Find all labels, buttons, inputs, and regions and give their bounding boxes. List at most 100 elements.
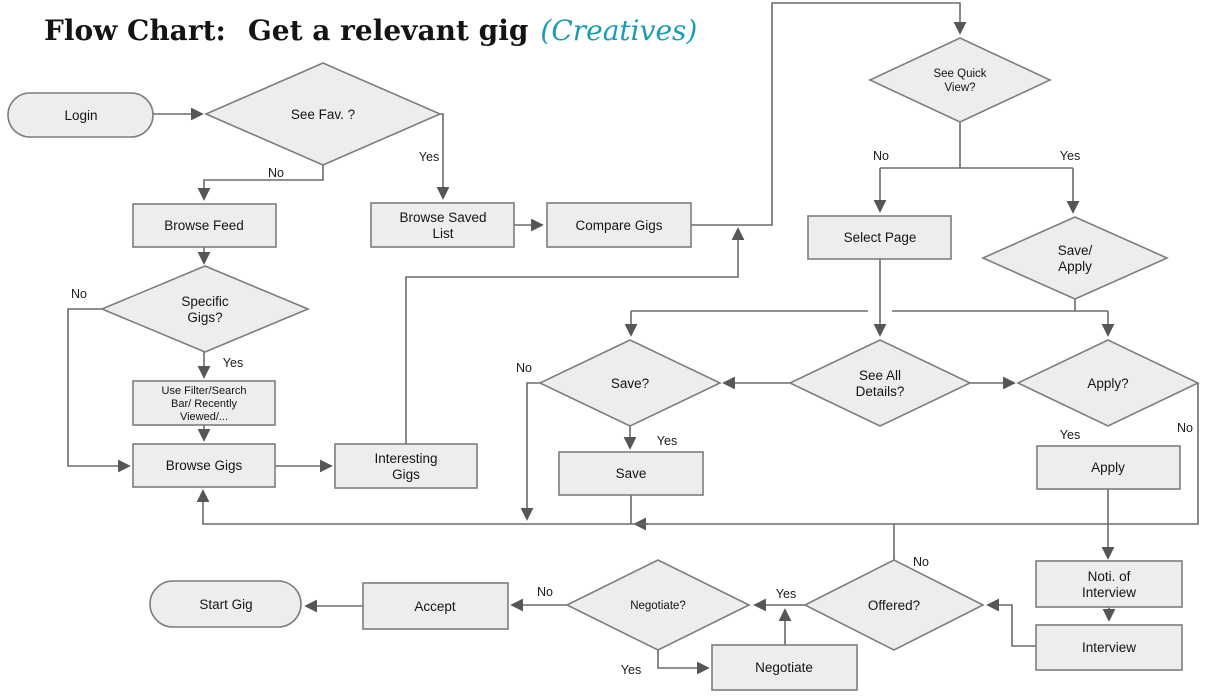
interesting-gigs-label-line1: Interesting (374, 451, 437, 466)
use-filter-label-line3: Viewed/... (180, 411, 228, 423)
node-apply-question: Apply? (1016, 339, 1200, 427)
node-apply: Apply (1036, 445, 1181, 490)
edge-label-applyq-yes: Yes (1060, 428, 1080, 442)
browse-feed-shape (132, 203, 277, 248)
compare-gigs-label: Compare Gigs (575, 218, 662, 233)
noti-of-interview-label-line2: Interview (1082, 585, 1136, 600)
save-apply-label-line2: Apply (1058, 259, 1092, 274)
compare-gigs-shape (546, 202, 692, 248)
specific-gigs-decision-shape (99, 265, 311, 353)
save-question-label: Save? (611, 376, 649, 391)
edge-applyq-no-feedback-to-browsegigs (196, 383, 1199, 525)
edge-label-seefav-no: No (268, 166, 284, 180)
node-save-question: Save? (538, 339, 722, 427)
node-see-fav: See Fav. ? (203, 62, 443, 166)
see-fav-label: See Fav. ? (291, 107, 355, 122)
login-terminator-shape (7, 92, 154, 138)
negotiate-shape (711, 644, 858, 691)
save-apply-label-line1: Save/ (1058, 243, 1093, 258)
edge-label-saveq-no: No (516, 361, 532, 375)
browse-gigs-shape (132, 443, 276, 488)
edge-negotiateq-yes-to-negotiate (657, 650, 710, 675)
edge-label-specificgigs-yes: Yes (223, 356, 243, 370)
see-quick-view-label-line1: See Quick (933, 68, 986, 80)
edge-saveapply-branch-trunk (631, 299, 1108, 312)
browse-saved-list-label-line1: Browse Saved (399, 210, 486, 225)
page-title: Flow Chart: Get a relevant gig (Creatives) (44, 14, 697, 47)
start-gig-label: Start Gig (199, 597, 252, 612)
edge-label-seequickview-yes: Yes (1060, 149, 1080, 163)
interesting-gigs-label-line2: Gigs (392, 467, 420, 482)
node-noti-of-interview: Noti. of Interview (1035, 560, 1183, 608)
offered-question-label: Offered? (868, 598, 920, 613)
apply-label: Apply (1091, 460, 1125, 475)
node-browse-feed: Browse Feed (132, 203, 277, 248)
apply-question-label: Apply? (1087, 376, 1128, 391)
save-apply-decision-shape (981, 216, 1169, 300)
node-see-all-details: See All Details? (788, 339, 972, 427)
edge-label-seequickview-no: No (873, 149, 889, 163)
accept-shape (362, 582, 509, 630)
title-prefix: Flow Chart: (44, 14, 226, 47)
browse-saved-list-label-line2: List (432, 226, 453, 241)
browse-saved-list-shape (370, 202, 515, 248)
node-see-quick-view: See Quick View? (868, 37, 1052, 123)
node-browse-gigs: Browse Gigs (132, 443, 276, 488)
node-interview: Interview (1035, 624, 1183, 671)
node-negotiate: Negotiate (711, 644, 858, 691)
edge-label-negotiateq-yes: Yes (621, 663, 641, 677)
edge-label-offered-yes: Yes (776, 587, 796, 601)
edge-labels: No Yes No Yes No Yes No Yes Yes No No Ye… (71, 149, 1193, 677)
see-all-details-decision-shape (788, 339, 972, 427)
edge-label-applyq-no: No (1177, 421, 1193, 435)
title-suffix: (Creatives) (540, 14, 698, 47)
noti-of-interview-label-line1: Noti. of (1088, 569, 1131, 584)
see-quick-view-decision-shape (868, 37, 1052, 123)
accept-label: Accept (414, 599, 456, 614)
interview-shape (1035, 624, 1183, 671)
edge-seequickview-branch-trunk (880, 121, 1073, 169)
node-specific-gigs: Specific Gigs? (99, 265, 311, 353)
edge-label-seefav-yes: Yes (419, 150, 439, 164)
edge-label-specificgigs-no: No (71, 287, 87, 301)
use-filter-label-line1: Use Filter/Search (162, 385, 247, 397)
edge-label-saveq-yes: Yes (657, 434, 677, 448)
edge-seefav-no-to-browsefeed (197, 165, 324, 201)
negotiate-question-label: Negotiate? (630, 600, 686, 612)
node-negotiate-question: Negotiate? (565, 559, 751, 651)
node-save: Save (558, 451, 704, 496)
login-label: Login (64, 108, 97, 123)
browse-gigs-label: Browse Gigs (166, 458, 243, 473)
node-accept: Accept (362, 582, 509, 630)
specific-gigs-label-line1: Specific (181, 294, 229, 309)
apply-question-decision-shape (1016, 339, 1200, 427)
noti-of-interview-shape (1035, 560, 1183, 608)
node-browse-saved-list: Browse Saved List (370, 202, 515, 248)
node-select-page: Select Page (807, 215, 952, 260)
edge-seefav-yes-to-browsesaved (436, 113, 450, 200)
edge-comparegigs-to-seequickview (691, 2, 967, 226)
node-compare-gigs: Compare Gigs (546, 202, 692, 248)
see-fav-decision-shape (203, 62, 443, 166)
see-quick-view-label-line2: View? (944, 82, 975, 94)
node-start-gig: Start Gig (149, 580, 302, 628)
edge-interview-to-offered (986, 598, 1036, 647)
edge-label-negotiateq-no: No (537, 585, 553, 599)
offered-question-decision-shape (803, 559, 985, 651)
negotiate-label: Negotiate (755, 660, 813, 675)
negotiate-question-decision-shape (565, 559, 751, 651)
edge-specificgigs-no-to-browsegigs (67, 308, 131, 473)
node-save-apply: Save/ Apply (981, 216, 1169, 300)
interesting-gigs-shape (334, 443, 478, 489)
title-main: Get a relevant gig (247, 14, 529, 47)
select-page-shape (807, 215, 952, 260)
node-offered-question: Offered? (803, 559, 985, 651)
edge-label-offered-no: No (913, 555, 929, 569)
apply-shape (1036, 445, 1181, 490)
save-question-decision-shape (538, 339, 722, 427)
browse-feed-label: Browse Feed (164, 218, 244, 233)
see-all-details-label-line1: See All (859, 368, 901, 383)
node-use-filter: Use Filter/Search Bar/ Recently Viewed/.… (132, 380, 276, 426)
select-page-label: Select Page (844, 230, 917, 245)
